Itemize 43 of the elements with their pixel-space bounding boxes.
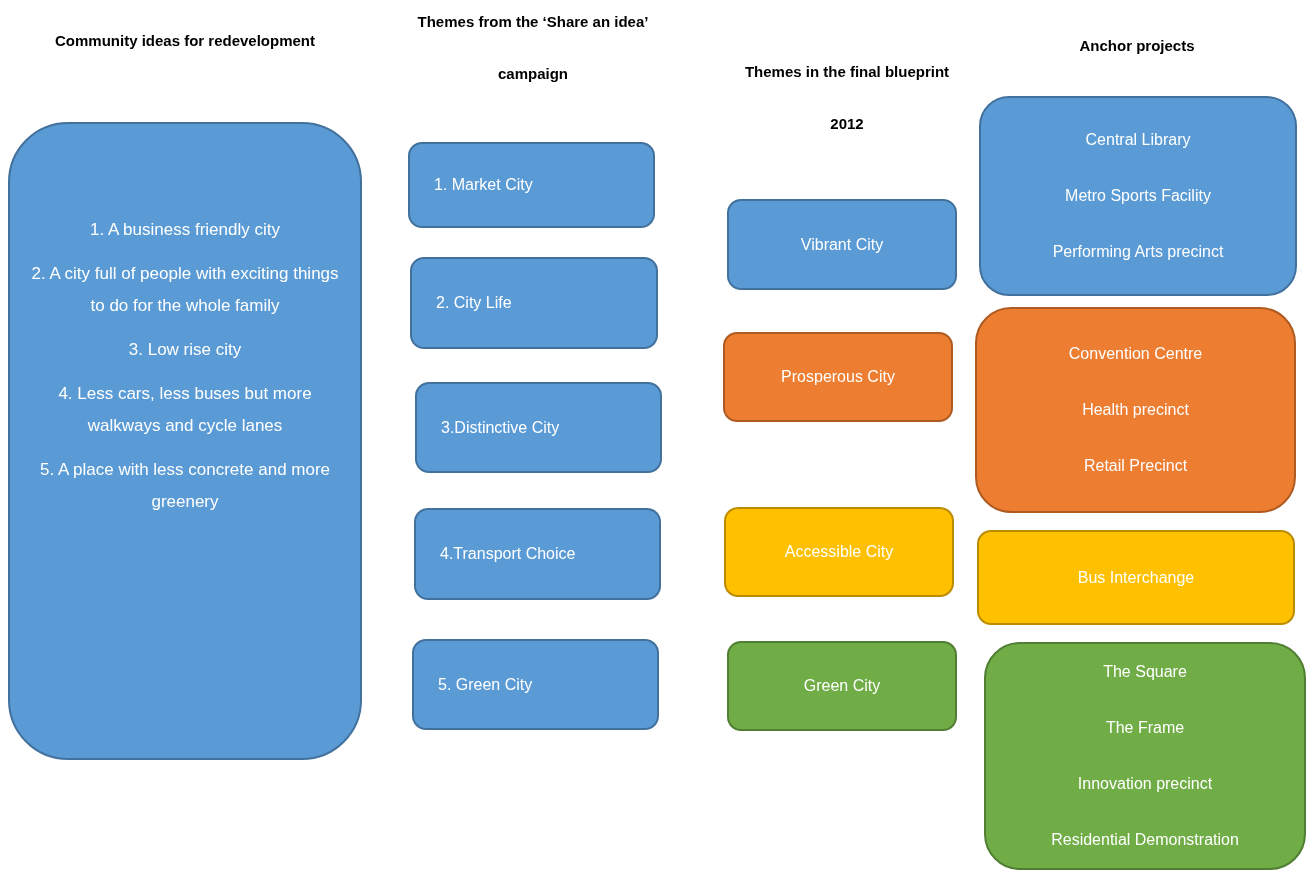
theme-box <box>412 639 659 730</box>
theme-box <box>414 508 661 600</box>
box-text: 5. Green City <box>438 674 533 695</box>
box-text: 2. A city full of people with exciting things to do for the whole family <box>30 263 340 317</box>
box-text: The Frame <box>1105 718 1185 738</box>
theme-box <box>975 307 1296 513</box>
theme-box <box>723 332 953 422</box>
theme-box <box>977 530 1295 625</box>
theme-box <box>724 507 954 597</box>
box-text: 3.Distinctive City <box>441 417 560 438</box>
column-heading: Anchor projects <box>1078 36 1196 56</box>
box-text: Central Library <box>1085 130 1191 150</box>
box-text: Innovation precinct <box>1077 774 1213 794</box>
box-text: 3. Low rise city <box>128 339 242 361</box>
column-heading: Community ideas for redevelopment <box>53 31 317 51</box>
box-text: 4. Less cars, less buses but more walkways and cycle lanes <box>57 383 313 437</box>
theme-box <box>727 199 957 290</box>
box-text: Residential Demonstration <box>1051 830 1239 850</box>
box-text: 5. A place with less concrete and more greenery <box>38 459 332 513</box>
column-heading: Themes from the ‘Share an idea’ campaign <box>416 12 650 84</box>
box-text: Retail Precinct <box>1083 456 1188 476</box>
column-heading: Themes in the final blueprint 2012 <box>743 62 951 134</box>
box-text: Convention Centre <box>1068 344 1203 364</box>
box-text: 1. A business friendly city <box>90 219 280 241</box>
theme-box <box>415 382 662 473</box>
box-text: The Square <box>1103 662 1187 682</box>
theme-box <box>408 142 655 228</box>
box-text: Metro Sports Facility <box>1065 186 1211 206</box>
box-text: Accessible City <box>784 542 894 562</box>
theme-box <box>727 641 957 731</box>
theme-box <box>979 96 1297 296</box>
box-text: 2. City Life <box>436 293 512 313</box>
box-text: Bus Interchange <box>1077 567 1195 588</box>
box-text: Vibrant City <box>800 234 884 255</box>
box-text: Green City <box>803 676 881 696</box>
box-text: Health precinct <box>1082 400 1189 420</box>
box-text: Prosperous City <box>781 367 895 387</box>
theme-box <box>410 257 658 349</box>
box-text: 4.Transport Choice <box>440 544 576 564</box>
box-text: 1. Market City <box>434 175 533 195</box>
box-text: Performing Arts precinct <box>1052 242 1224 262</box>
theme-box <box>984 642 1306 870</box>
theme-box <box>8 122 362 760</box>
